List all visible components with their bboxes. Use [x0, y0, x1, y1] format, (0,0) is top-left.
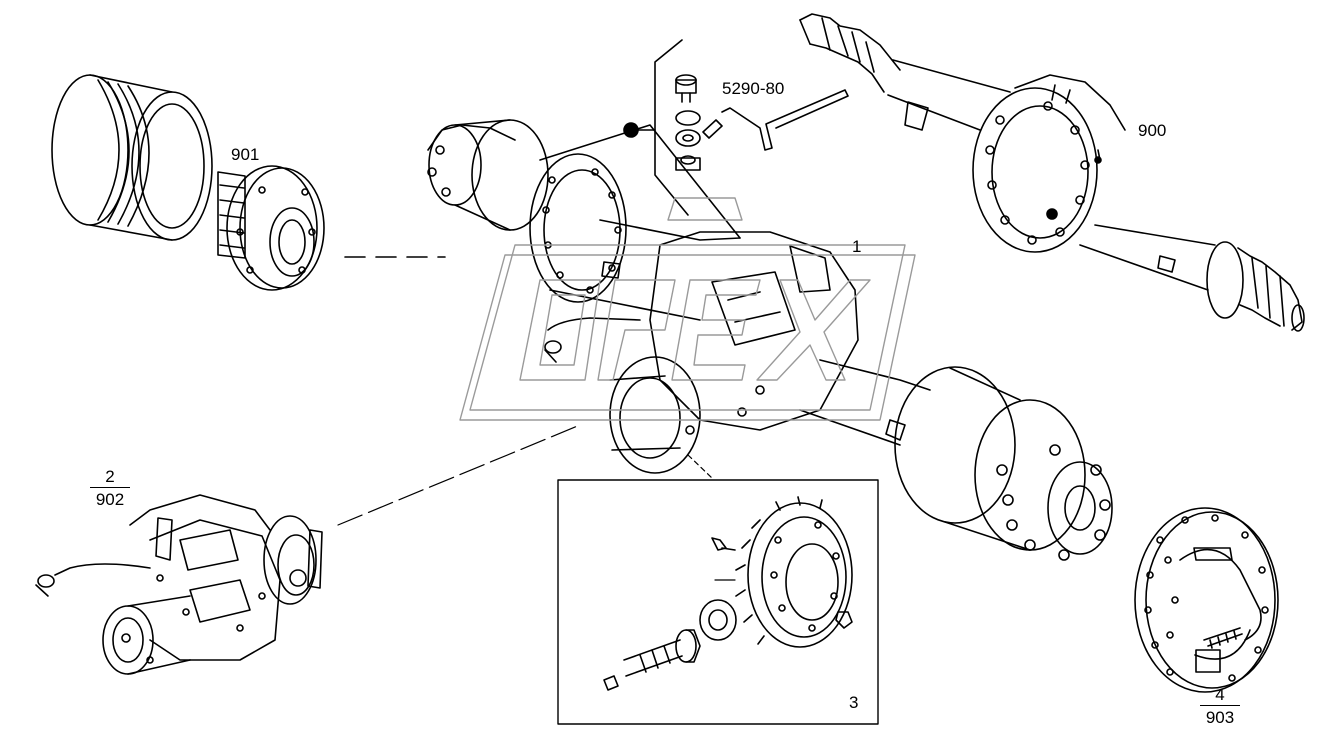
callout-4: 4	[1215, 685, 1225, 704]
differential-carrier-902	[35, 494, 323, 675]
bellows-drum-901	[51, 74, 213, 241]
gear-set-box-3	[557, 479, 879, 725]
watermark-logo	[459, 197, 916, 421]
leader-3	[687, 454, 713, 479]
callout-2: 2	[105, 467, 115, 486]
callout-5290-80[interactable]: 5290-80	[722, 79, 785, 98]
leader-902	[337, 424, 581, 526]
axle-housing-900	[799, 13, 1305, 332]
fastener-group-5290-80	[623, 39, 849, 216]
callout-902: 902	[90, 487, 130, 508]
callout-903: 903	[1200, 705, 1240, 726]
main-axle-assembly-1	[427, 119, 1113, 561]
flange-hub-901	[217, 165, 325, 291]
callout-3[interactable]: 3	[849, 693, 859, 712]
callout-901[interactable]: 901	[231, 145, 260, 164]
callout-1[interactable]: 1	[852, 237, 862, 256]
callout-900[interactable]: 900	[1138, 121, 1167, 140]
callout-4-903[interactable]: 4 903	[1200, 686, 1240, 726]
brake-assembly-903	[1134, 507, 1279, 693]
callout-2-902[interactable]: 2 902	[90, 468, 130, 508]
